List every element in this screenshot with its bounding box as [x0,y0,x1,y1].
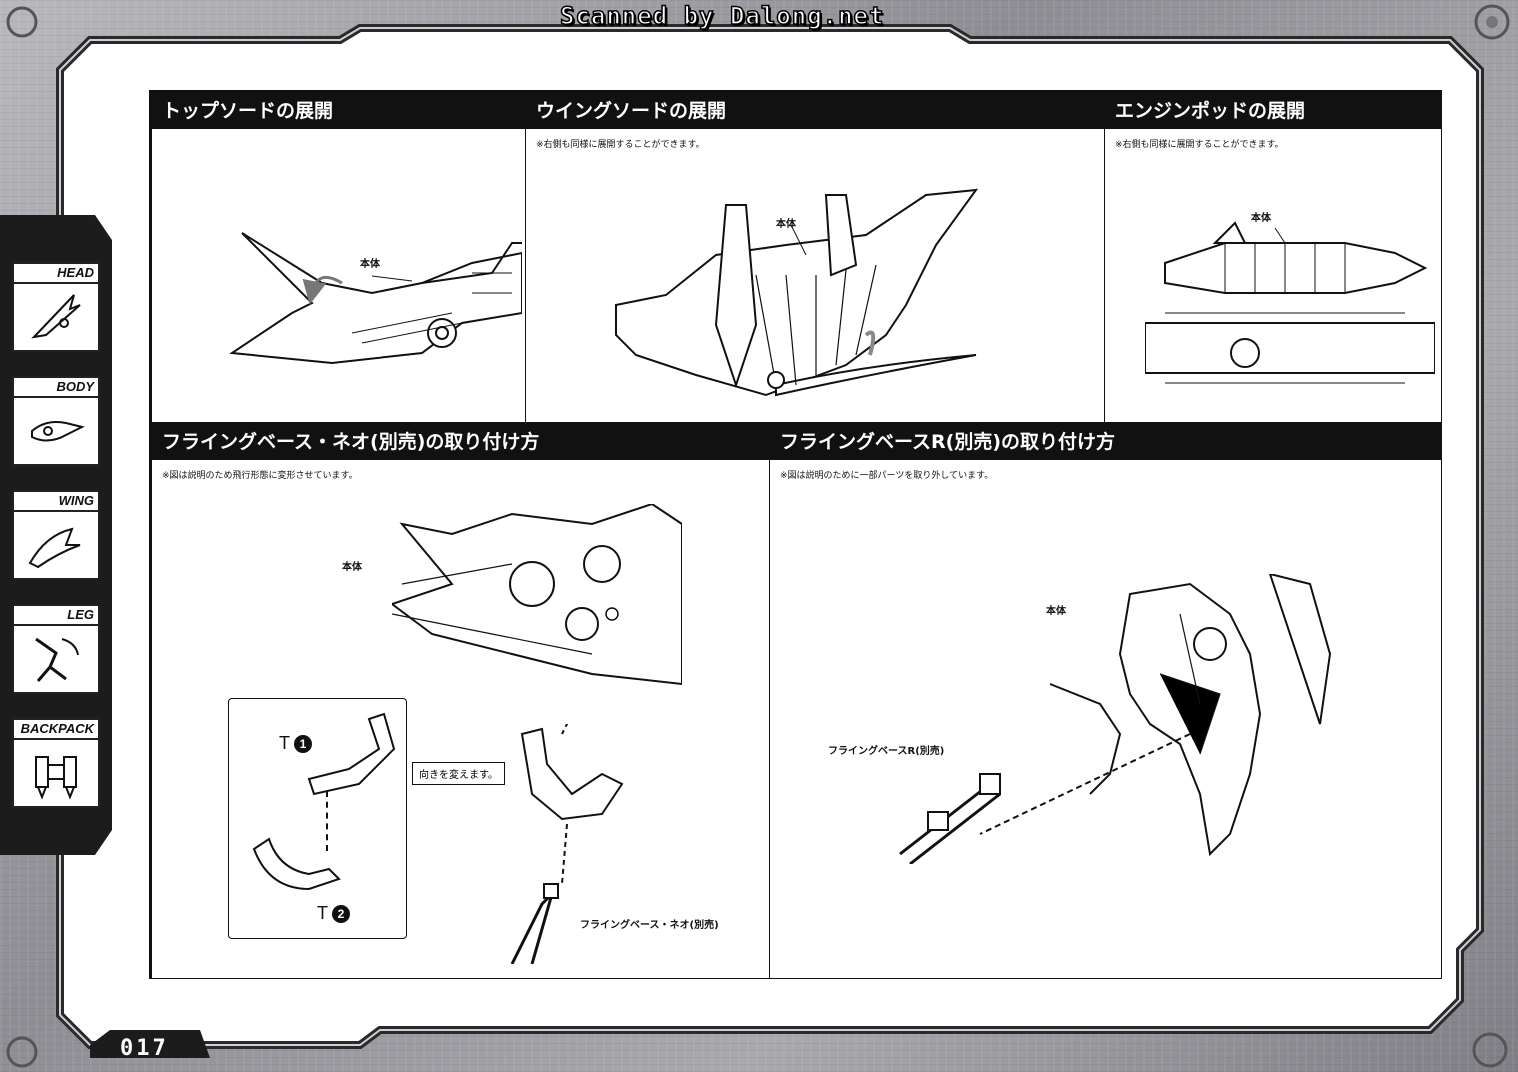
tab-leg[interactable]: LEG [12,604,100,694]
panel-note: ※右側も同様に展開することができます。 [536,140,705,150]
model-body-diagram [392,504,682,686]
wing-sword-diagram [615,188,979,397]
panel-flying-base-r: フライングベースR(別売)の取り付け方 ※図は説明のために一部パーツを取り外して… [769,423,1442,979]
panel-title: ウイングソードの展開 [526,93,1105,129]
stand-label: フライングベース・ネオ(別売) [580,920,719,931]
panel-title: フライングベース・ネオ(別売)の取り付け方 [152,424,770,460]
part-t1-diagram [307,712,396,796]
body-label: 本体 [360,259,380,270]
instruction-panel-grid: トップソードの展開 本体 ウイングソードの展開 ※右側も同様に展開することができ… [149,90,1442,979]
body-part-icon [31,421,85,442]
wing-part-icon [28,527,81,569]
panel-title: トップソードの展開 [152,93,526,129]
page-number: 017 [120,1036,169,1061]
leg-part-icon [35,637,79,682]
tab-wing[interactable]: WING [12,490,100,580]
step-1-badge: 1 [294,734,312,753]
tab-body[interactable]: BODY [12,376,100,466]
stand-r-diagram [899,733,1191,864]
backpack-part-icon [35,756,77,800]
top-sword-diagram [229,232,522,365]
panel-flying-base-neo: フライングベース・ネオ(別売)の取り付け方 ※図は説明のため飛行形態に変形させて… [151,423,771,979]
tab-backpack[interactable]: BACKPACK [12,718,100,808]
panel-top-sword: トップソードの展開 本体 [151,92,527,423]
panel-note: ※図は説明のために一部パーツを取り外しています。 [780,471,994,481]
panel-note: ※右側も同様に展開することができます。 [1115,140,1284,150]
body-label: 本体 [342,562,362,573]
stand-neo-diagram [510,724,624,964]
engine-pod-diagram [1145,221,1435,384]
model-body-r-diagram [1049,574,1332,857]
tab-backpack-label: BACKPACK [12,718,100,738]
tab-leg-label: LEG [12,604,100,624]
part-t2-diagram [252,837,341,891]
stand-label: フライングベースR(別売) [828,746,945,757]
body-label: 本体 [1046,606,1066,617]
panel-title: フライングベースR(別売)の取り付け方 [770,424,1441,460]
step-2-badge: 2 [332,904,350,923]
head-part-icon [31,294,81,339]
panel-engine-pod: エンジンポッドの展開 ※右側も同様に展開することができます。 本体 [1104,92,1442,423]
panel-note: ※図は説明のため飛行形態に変形させています。 [162,471,358,481]
scan-credit: Scanned by Dalong.net [559,1,885,31]
body-label: 本体 [776,219,796,230]
tab-body-label: BODY [12,376,100,396]
body-label: 本体 [1251,213,1271,224]
callout-change-orientation: 向きを変えます。 [412,762,505,785]
tab-wing-label: WING [12,490,100,510]
panel-wing-sword: ウイングソードの展開 ※右側も同様に展開することができます。 本体 [525,92,1106,423]
panel-title: エンジンポッドの展開 [1105,93,1441,129]
tab-head-label: HEAD [12,262,100,282]
tab-head[interactable]: HEAD [12,262,100,352]
